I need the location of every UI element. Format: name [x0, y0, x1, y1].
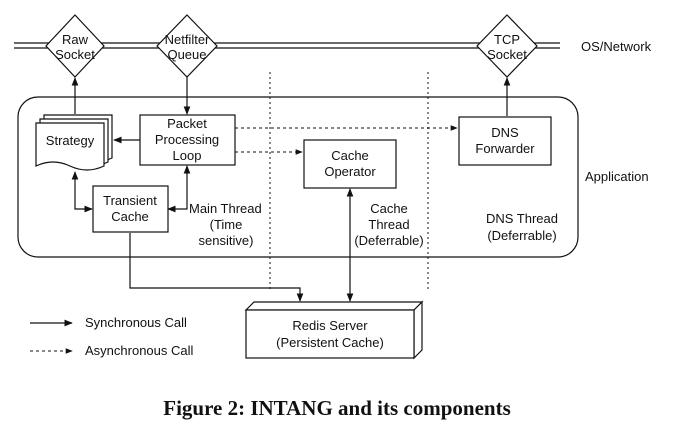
- svg-text:DNS Thread: DNS Thread: [486, 211, 558, 226]
- legend-async-label: Asynchronous Call: [85, 343, 193, 358]
- strategy-label: Strategy: [46, 133, 95, 148]
- arrow-transient-cache-to-redis: [129, 233, 304, 302]
- svg-text:sensitive): sensitive): [199, 233, 254, 248]
- intang-architecture-diagram: OS/Network Application Raw Socket Netfil…: [14, 14, 652, 360]
- os-network-label: OS/Network: [581, 39, 652, 54]
- redis-label-2: (Persistent Cache): [276, 335, 384, 350]
- os-network-bus: [14, 42, 560, 49]
- redis-server: Redis Server (Persistent Cache): [244, 300, 424, 360]
- application-container: [17, 96, 579, 258]
- svg-text:Thread: Thread: [368, 217, 409, 232]
- cache-operator-label-2: Operator: [324, 164, 376, 179]
- redis-label-1: Redis Server: [292, 318, 368, 333]
- dns-forwarder: DNS Forwarder: [458, 116, 552, 166]
- cache-operator: Cache Operator: [303, 139, 397, 189]
- transient-cache-label-1: Transient: [103, 193, 157, 208]
- cache-operator-label-1: Cache: [331, 148, 369, 163]
- dns-forwarder-label-2: Forwarder: [475, 141, 535, 156]
- legend-sync-label: Synchronous Call: [85, 315, 187, 330]
- dns-thread-label: DNS Thread (Deferrable): [486, 211, 558, 243]
- tcp-socket-node: TCP Socket: [476, 14, 538, 78]
- packet-processing-loop: Packet Processing Loop: [139, 114, 236, 166]
- netfilter-queue-label-2: Queue: [167, 47, 206, 62]
- cache-thread-label: Cache Thread (Deferrable): [354, 201, 423, 248]
- dns-forwarder-label-1: DNS: [491, 125, 519, 140]
- tcp-socket-label-2: Socket: [487, 47, 527, 62]
- arrow-strategy-transient-cache: [71, 171, 93, 213]
- figure-caption: Figure 2: INTANG and its components: [163, 396, 511, 420]
- packet-loop-label-2: Processing: [155, 132, 219, 147]
- application-label: Application: [585, 169, 649, 184]
- raw-socket-node: Raw Socket: [45, 14, 105, 78]
- strategy-component: Strategy: [35, 114, 113, 171]
- arrow-transient-cache-loop: [167, 165, 191, 213]
- packet-loop-label-1: Packet: [167, 116, 207, 131]
- netfilter-queue-label-1: Netfilter: [165, 32, 210, 47]
- svg-text:Main Thread: Main Thread: [189, 201, 262, 216]
- packet-loop-label-3: Loop: [173, 148, 202, 163]
- raw-socket-label-2: Socket: [55, 47, 95, 62]
- svg-text:Cache: Cache: [370, 201, 408, 216]
- svg-text:(Deferrable): (Deferrable): [354, 233, 423, 248]
- netfilter-queue-node: Netfilter Queue: [156, 14, 218, 78]
- legend: Synchronous Call Asynchronous Call: [30, 315, 193, 358]
- transient-cache-label-2: Cache: [111, 209, 149, 224]
- tcp-socket-label-1: TCP: [494, 32, 520, 47]
- transient-cache: Transient Cache: [92, 185, 169, 233]
- svg-text:(Deferrable): (Deferrable): [487, 228, 556, 243]
- svg-text:(Time: (Time: [210, 217, 243, 232]
- main-thread-label: Main Thread (Time sensitive): [189, 201, 262, 248]
- raw-socket-label-1: Raw: [62, 32, 89, 47]
